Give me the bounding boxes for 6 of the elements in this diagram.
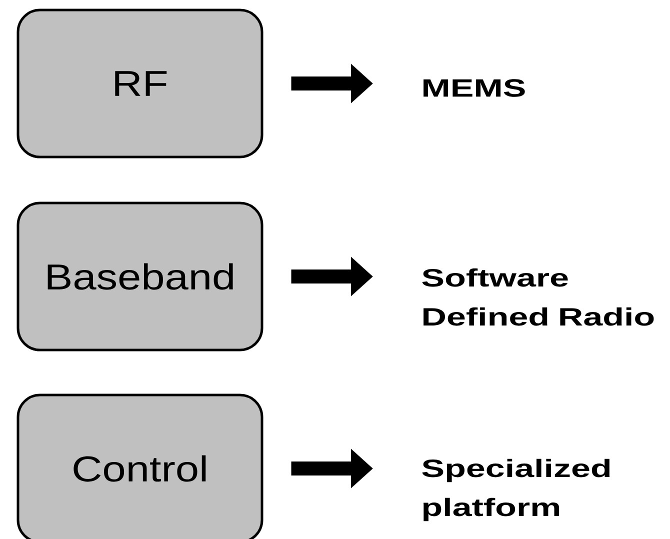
process-box: Control xyxy=(16,394,264,539)
process-box: RF xyxy=(16,8,264,158)
result-label: MEMS xyxy=(424,79,525,97)
result-label: Specialized platform xyxy=(422,458,610,522)
process-box: Baseband xyxy=(16,202,264,352)
result-label: Software Defined Radio xyxy=(422,268,654,326)
